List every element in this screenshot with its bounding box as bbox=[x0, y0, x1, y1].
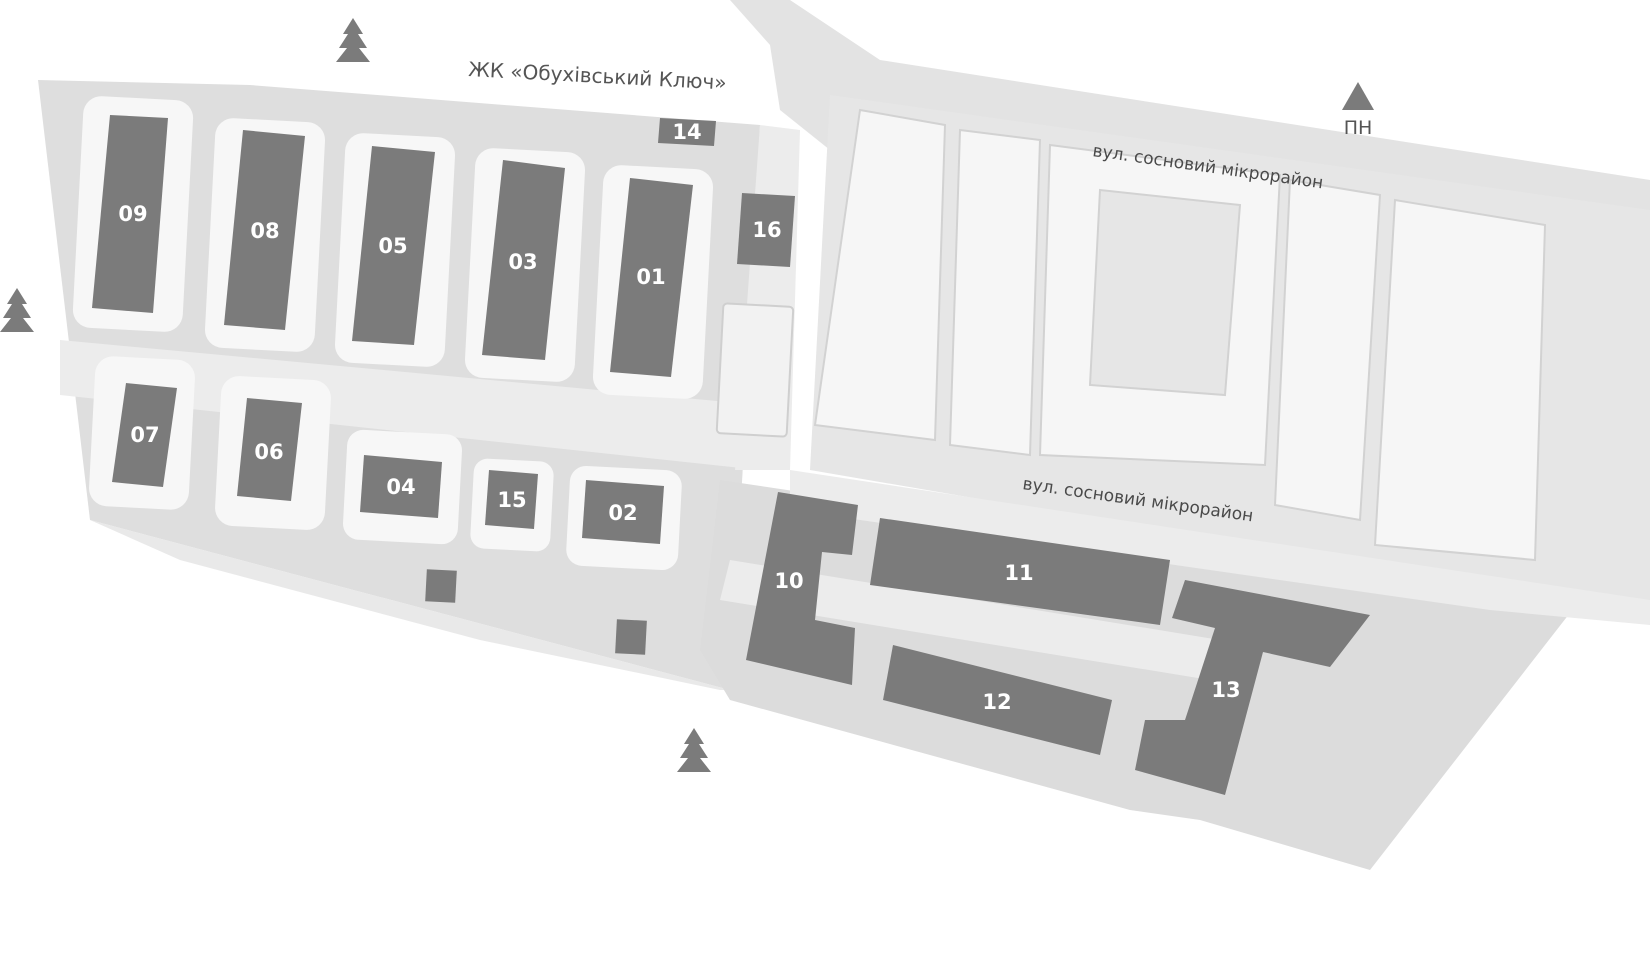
building-footprint[interactable] bbox=[883, 645, 1112, 755]
building-label: 07 bbox=[130, 423, 159, 447]
east-yard-1 bbox=[813, 108, 947, 442]
east-yards bbox=[813, 108, 1547, 562]
building-label: 09 bbox=[118, 202, 147, 226]
building-14[interactable]: 14 bbox=[658, 118, 716, 146]
tree-icon bbox=[336, 18, 370, 62]
building-16[interactable]: 16 bbox=[737, 193, 795, 267]
structure-parking-2 bbox=[615, 619, 647, 655]
building-label: 14 bbox=[672, 120, 701, 144]
building-label: 05 bbox=[378, 234, 407, 258]
building-label: 10 bbox=[774, 569, 803, 593]
east-yard-5 bbox=[1373, 198, 1547, 562]
building-08[interactable]: 08 bbox=[224, 130, 305, 330]
building-11[interactable]: 11 bbox=[870, 518, 1170, 625]
east-yard-2 bbox=[948, 128, 1042, 457]
building-09[interactable]: 09 bbox=[92, 115, 168, 313]
building-label: 08 bbox=[250, 219, 279, 243]
building-footprint[interactable] bbox=[870, 518, 1170, 625]
building-12[interactable]: 12 bbox=[883, 645, 1112, 755]
trees bbox=[0, 18, 711, 772]
building-label: 02 bbox=[608, 501, 637, 525]
tree-icon bbox=[0, 288, 34, 332]
building-06[interactable]: 06 bbox=[237, 398, 302, 501]
building-footprint[interactable] bbox=[360, 455, 442, 518]
building-label: 04 bbox=[386, 475, 415, 499]
building-label: 12 bbox=[982, 690, 1011, 714]
east-yard-4 bbox=[1273, 178, 1382, 522]
complex-label: ЖК «Обухівський Ключ» bbox=[468, 57, 727, 94]
tree-icon bbox=[677, 728, 711, 772]
buildings: 01 02 03 04 05 06 07 08 09 10 11 12 13 14 15 16 bbox=[92, 115, 1370, 795]
building-footprint[interactable] bbox=[610, 178, 693, 377]
building-footprint[interactable] bbox=[737, 193, 795, 267]
building-10[interactable]: 10 bbox=[746, 492, 858, 685]
building-footprint[interactable] bbox=[582, 480, 664, 544]
building-01[interactable]: 01 bbox=[610, 178, 693, 377]
building-label: 13 bbox=[1211, 678, 1240, 702]
building-footprint[interactable] bbox=[224, 130, 305, 330]
roads bbox=[60, 125, 1650, 680]
building-label: 11 bbox=[1004, 561, 1033, 585]
building-footprint[interactable] bbox=[485, 470, 538, 529]
building-07[interactable]: 07 bbox=[112, 383, 177, 487]
building-13[interactable]: 13 bbox=[1135, 580, 1370, 795]
sports-court bbox=[715, 302, 795, 438]
building-footprint[interactable] bbox=[352, 146, 435, 345]
building-04[interactable]: 04 bbox=[360, 455, 442, 518]
small-structures bbox=[425, 569, 647, 655]
building-label: 15 bbox=[497, 488, 526, 512]
north-indicator: ПН bbox=[1342, 82, 1374, 139]
building-footprint[interactable] bbox=[746, 492, 858, 685]
east-yard-inner bbox=[1088, 188, 1242, 397]
building-03[interactable]: 03 bbox=[482, 160, 565, 360]
parking-strip-west bbox=[90, 520, 730, 690]
building-02[interactable]: 02 bbox=[582, 480, 664, 544]
building-label: 01 bbox=[636, 265, 665, 289]
building-footprint[interactable] bbox=[92, 115, 168, 313]
building-label: 03 bbox=[508, 250, 537, 274]
building-footprint[interactable] bbox=[237, 398, 302, 501]
building-footprint[interactable] bbox=[1135, 580, 1370, 795]
building-footprint[interactable] bbox=[112, 383, 177, 487]
north-arrow-icon bbox=[1342, 82, 1374, 110]
building-label: 06 bbox=[254, 440, 283, 464]
building-footprint[interactable] bbox=[482, 160, 565, 360]
building-05[interactable]: 05 bbox=[352, 146, 435, 345]
north-label: ПН bbox=[1344, 117, 1373, 139]
central-road bbox=[60, 340, 760, 470]
street-middle bbox=[790, 470, 1650, 625]
lower-road bbox=[720, 560, 1220, 680]
building-footprint[interactable] bbox=[658, 118, 716, 146]
building-15[interactable]: 15 bbox=[485, 470, 538, 529]
structure-parking-1 bbox=[425, 569, 457, 603]
building-label: 16 bbox=[752, 218, 781, 242]
